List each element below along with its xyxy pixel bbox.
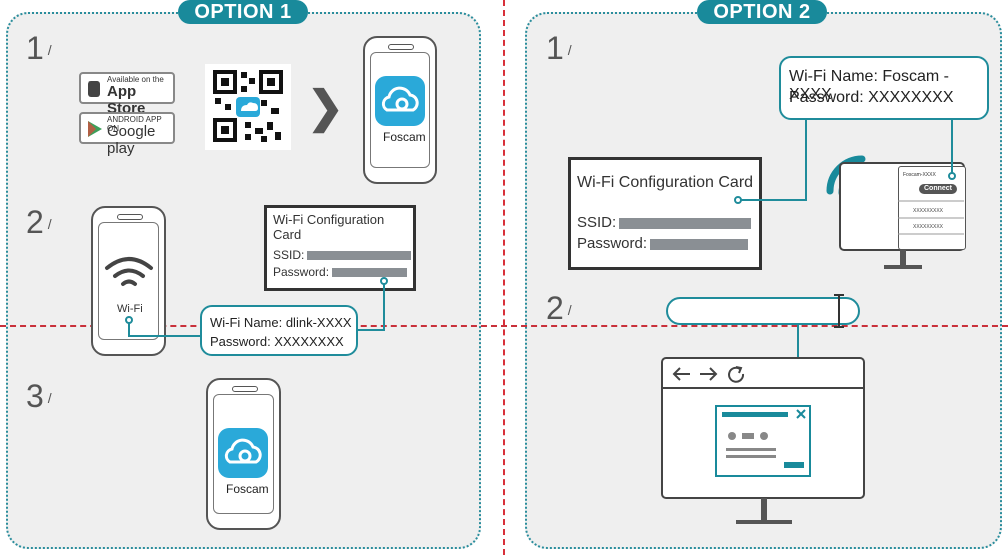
cloud-icon-step3[interactable]: [218, 428, 268, 478]
app-label-step3: Foscam: [226, 482, 269, 496]
network-other1: XXXXXXXXX: [913, 208, 944, 214]
card-ssid-row: SSID:: [273, 248, 412, 262]
bubble-wifi-name: Wi-Fi Name: dlink-XXXX: [210, 315, 352, 330]
connect-button[interactable]: Connect: [919, 184, 957, 194]
qr-code-icon: [205, 64, 291, 150]
bubble2-wifi-name: Wi-Fi Name: Foscam -XXXX: [789, 68, 949, 103]
option1-step1-number: 1/: [26, 30, 52, 66]
card-password-row: Password:: [273, 265, 408, 279]
wifi-credentials-bubble: Wi-Fi Name: dlink-XXXX Password: XXXXXXX…: [200, 305, 358, 356]
wifi-credentials-bubble-2: Wi-Fi Name: Foscam -XXXX Password: XXXXX…: [779, 56, 989, 120]
back-arrow-icon: [672, 367, 690, 381]
google-play-badge[interactable]: ANDROID APP ON Google play: [79, 112, 175, 157]
option2-step2-number: 2/: [546, 290, 572, 326]
card2-title: Wi-Fi Configuration Card: [577, 174, 754, 191]
wifi-config-card-2: Wi-Fi Configuration Card SSID: Password:: [568, 157, 762, 270]
wifi-icon: [105, 257, 153, 286]
google-play-small-text: ANDROID APP ON: [107, 115, 162, 133]
bubble-password: Password: XXXXXXXX: [210, 334, 344, 349]
network-name: Foscam-XXXX: [903, 172, 936, 178]
vertical-divider: [503, 0, 505, 555]
text-cursor-icon: [834, 294, 844, 328]
refresh-icon: [728, 366, 745, 383]
horizontal-divider: [0, 325, 1008, 327]
app-store-small-text: Available on the: [107, 75, 164, 84]
card-title: Wi-Fi Configuration Card: [273, 212, 385, 242]
browser-icon: [661, 357, 865, 524]
wifi-config-card: Wi-Fi Configuration Card SSID: Password:: [264, 205, 416, 291]
card2-password-row: Password:: [577, 235, 749, 252]
play-icon: [88, 121, 102, 137]
close-icon: [796, 409, 806, 419]
option1-step2-number: 2/: [26, 204, 52, 240]
url-input[interactable]: [666, 297, 860, 325]
chevron-right-icon: ❯: [307, 83, 344, 132]
cloud-icon[interactable]: [375, 76, 425, 126]
app-label-step1: Foscam: [383, 130, 426, 144]
option2-step1-number: 1/: [546, 30, 572, 66]
option1-step3-number: 3/: [26, 378, 52, 414]
card2-ssid-row: SSID:: [577, 214, 752, 231]
app-store-badge[interactable]:  Available on the App Store: [79, 72, 175, 117]
network-other2: XXXXXXXXX: [913, 224, 944, 230]
option1-title: OPTION 1: [178, 0, 308, 24]
option2-title: OPTION 2: [697, 0, 827, 24]
bubble2-password: Password: XXXXXXXX: [789, 89, 954, 106]
forward-arrow-icon: [700, 367, 718, 381]
google-play-large-text: Google play: [107, 123, 156, 157]
network-popup: Foscam-XXXX Connect XXXXXXXXX XXXXXXXXX: [898, 166, 966, 250]
apple-icon-shape: [88, 81, 100, 97]
wifi-label: Wi-Fi: [117, 303, 143, 315]
